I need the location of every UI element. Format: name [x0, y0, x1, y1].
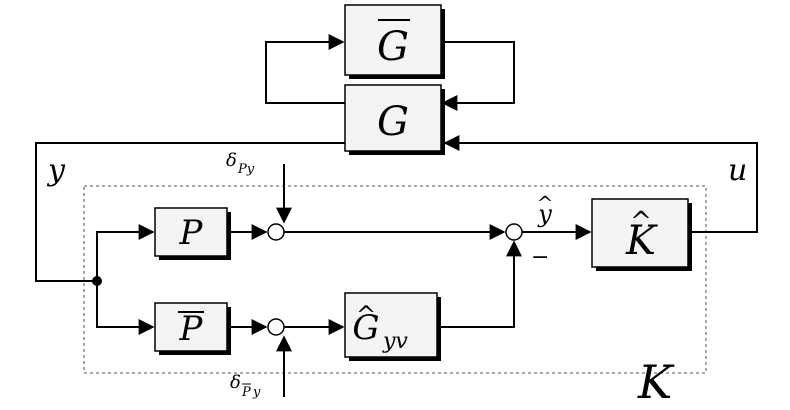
block-g-label: G — [377, 99, 409, 145]
block-g-hat-yv-subscript: yv — [382, 329, 408, 354]
block-p-label: P — [179, 213, 204, 253]
block-g-hat-yv: ^ G yv — [344, 292, 441, 361]
signal-delta-pbar-y-letter: δ — [230, 372, 241, 393]
signal-y-label: y — [46, 153, 66, 188]
signal-u-label: u — [728, 153, 747, 188]
block-g-bar-label: G — [377, 24, 409, 70]
minus-sign: − — [531, 245, 549, 270]
block-k-hat: ^ K — [591, 198, 692, 271]
block-p-bar-label: P — [179, 309, 204, 349]
signal-y-hat-letter: y — [537, 200, 552, 228]
block-p-bar: P — [154, 302, 231, 355]
wire-g-bar-to-g — [441, 41, 515, 111]
sum-junction-bottom — [267, 318, 285, 336]
wire-branch-to-p — [96, 224, 155, 281]
signal-y-hat-accent: ^ — [537, 191, 554, 215]
sum-junction-top — [267, 223, 285, 241]
signal-delta-py-sub: Py — [237, 162, 255, 177]
wire-g-to-g-bar — [265, 34, 345, 104]
frame-label-k: K — [637, 355, 675, 409]
block-g-hat-yv-letter: G — [352, 308, 379, 348]
wire-y — [35, 142, 345, 282]
wire-g-hat-to-sum-right — [437, 240, 522, 328]
block-p: P — [154, 207, 231, 260]
block-g-bar: G — [344, 4, 445, 79]
wire-u — [443, 135, 758, 233]
block-k-hat-letter: K — [625, 218, 658, 264]
sum-junction-right — [505, 223, 523, 241]
wire-branch-to-p-bar — [96, 281, 155, 335]
signal-delta-py-letter: δ — [226, 150, 237, 171]
block-k-hat-accent: ^ — [630, 207, 652, 237]
controller-frame — [83, 185, 707, 374]
block-g: G — [344, 84, 445, 155]
block-g-hat-yv-accent: ^ — [356, 301, 376, 329]
signal-delta-pbar-y-sub-rest: y — [252, 385, 261, 400]
signal-delta-pbar-y-sub-bar: P — [241, 385, 251, 400]
